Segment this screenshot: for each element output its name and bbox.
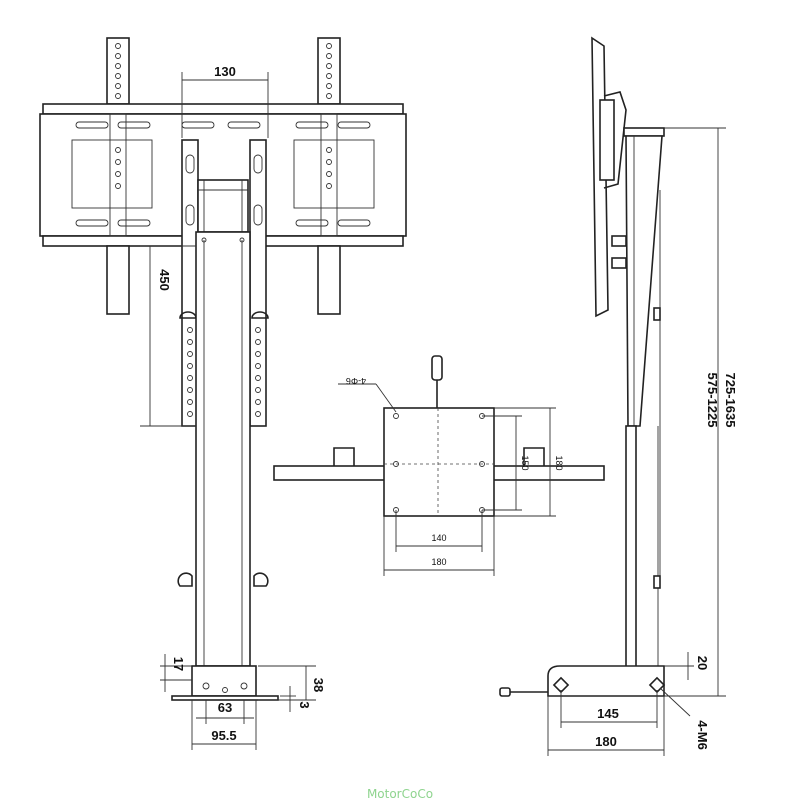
dim-17: 17 xyxy=(171,657,186,671)
dim-plate-180-h: 180 xyxy=(431,557,446,567)
mounting-plate xyxy=(383,407,495,517)
side-base xyxy=(547,665,665,697)
dim-20: 20 xyxy=(695,656,710,670)
side-upper-column xyxy=(625,135,663,427)
dim-3: 3 xyxy=(297,701,312,708)
dim-150: 150 xyxy=(520,455,530,470)
dim-38: 38 xyxy=(311,678,326,692)
side-top-cap xyxy=(623,127,665,137)
vesa-rail-left-top xyxy=(106,37,130,105)
dim-140: 140 xyxy=(431,533,446,543)
dim-130: 130 xyxy=(214,64,236,79)
dim-95-5: 95.5 xyxy=(211,728,236,743)
plate-view: 4-Φ6 140 180 150 180 xyxy=(273,355,605,576)
dim-side-180: 180 xyxy=(595,734,617,749)
vesa-rail-right-bottom xyxy=(317,245,341,315)
dim-63: 63 xyxy=(218,700,232,715)
vesa-rail-left-bottom xyxy=(106,245,130,315)
side-strip-right xyxy=(249,139,267,427)
bracket-slots xyxy=(75,121,371,227)
dim-575-1225: 575-1225 xyxy=(705,373,720,428)
dim-725-1635: 725-1635 xyxy=(723,373,738,428)
side-view: 725-1635 575-1225 20 145 180 4-M6 xyxy=(499,36,738,756)
front-base xyxy=(191,665,257,697)
vesa-rail-right-top xyxy=(317,37,341,105)
dim-plate-180-v: 180 xyxy=(554,455,564,470)
rail-holes xyxy=(115,43,332,99)
dim-145: 145 xyxy=(597,706,619,721)
dim-450: 450 xyxy=(157,269,172,291)
main-column xyxy=(195,231,251,667)
side-lower-column xyxy=(625,425,637,669)
dim-4-m6: 4-M6 xyxy=(695,720,710,750)
bracket-top-flange xyxy=(42,103,404,115)
dim-4-phi6: 4-Φ6 xyxy=(346,376,366,386)
watermark: MotorCoCo xyxy=(367,787,433,800)
front-view: 130 450 17 38 3 63 95.5 xyxy=(39,37,407,750)
inner-column-top xyxy=(197,179,249,233)
